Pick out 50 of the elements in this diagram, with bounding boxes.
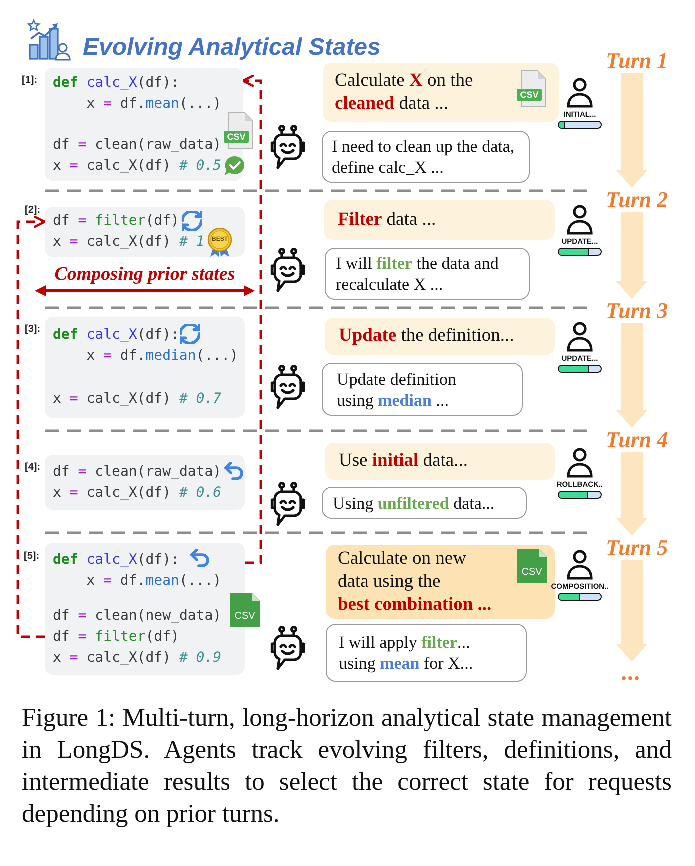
dashed-arrow bbox=[16, 216, 46, 638]
agent-message: Update definition using median ... bbox=[322, 363, 523, 416]
continuation-dots: ... bbox=[621, 662, 640, 684]
code-block bbox=[45, 317, 245, 418]
execution-count: [2]: bbox=[25, 205, 41, 217]
turn-label: Turn 2 bbox=[606, 188, 668, 212]
code-line: x = df.mean(...) bbox=[86, 572, 222, 590]
execution-count: [3]: bbox=[25, 324, 41, 336]
code-line: def calc_X(df): bbox=[53, 550, 180, 570]
code-line: x = calc_X(df) # 0.9 bbox=[53, 648, 222, 668]
flow-arrow bbox=[616, 560, 648, 662]
figure-caption: Figure 1: Multi-turn, long-horizon analytical state management in LongDS. Agents track evolving filters, definitions, and intermediate results to select the correct state for requests depending on prior turns. bbox=[22, 702, 672, 830]
diagram-title: Evolving Analytical States bbox=[83, 34, 381, 62]
code-line: x = df.mean(...) bbox=[86, 94, 222, 114]
turn-label: Turn 1 bbox=[606, 49, 668, 73]
execution-count: [4]: bbox=[25, 462, 41, 474]
code-line: def calc_X(df): bbox=[53, 326, 180, 345]
agent-message: Using unfiltered data... bbox=[322, 487, 527, 519]
code-line: x = calc_X(df) # 0.6 bbox=[53, 484, 222, 502]
code-line: df = filter(df) bbox=[53, 628, 180, 646]
dashed-arrow bbox=[242, 74, 262, 564]
code-block bbox=[45, 207, 245, 257]
csv-file-icon: CSV bbox=[229, 592, 261, 628]
user-message: Use initial data... bbox=[325, 443, 555, 480]
code-block bbox=[45, 455, 245, 510]
code-line: def calc_X(df): bbox=[53, 74, 180, 92]
execution-count: [5]: bbox=[24, 551, 40, 563]
code-line: df = clean(raw_data) bbox=[53, 462, 222, 482]
code-line: x = calc_X(df) # 0.7 bbox=[53, 390, 222, 409]
flow-arrow bbox=[616, 73, 648, 188]
user-message: Filter data ... bbox=[324, 200, 555, 240]
code-line: df = clean(raw_data) bbox=[53, 136, 222, 154]
csv-file-icon: CSV bbox=[516, 548, 548, 584]
code-line: x = calc_X(df) # 1 bbox=[53, 233, 205, 252]
turn-label: Turn 5 bbox=[606, 536, 668, 560]
execution-count: [1]: bbox=[22, 75, 38, 87]
user-message: Update the definition... bbox=[325, 318, 555, 355]
agent-message: I will filter the data and recalculate X ... bbox=[325, 248, 530, 300]
code-line: df = clean(new_data) bbox=[53, 606, 222, 626]
flow-arrow bbox=[616, 323, 648, 428]
agent-message: I will apply filter... using mean for X... bbox=[326, 624, 527, 682]
turn-label: Turn 3 bbox=[606, 299, 668, 323]
turn-label: Turn 4 bbox=[606, 428, 668, 452]
arrow-caption: Composing prior states bbox=[54, 264, 236, 286]
code-line: df = filter(df) bbox=[53, 212, 180, 231]
code-line: x = df.median(...) bbox=[86, 347, 238, 366]
flow-arrow bbox=[616, 452, 648, 536]
flow-arrow bbox=[616, 212, 648, 299]
agent-message: I need to clean up the data, define calc_X ... bbox=[322, 131, 530, 183]
code-line: x = calc_X(df) # 0.5 bbox=[53, 156, 222, 176]
